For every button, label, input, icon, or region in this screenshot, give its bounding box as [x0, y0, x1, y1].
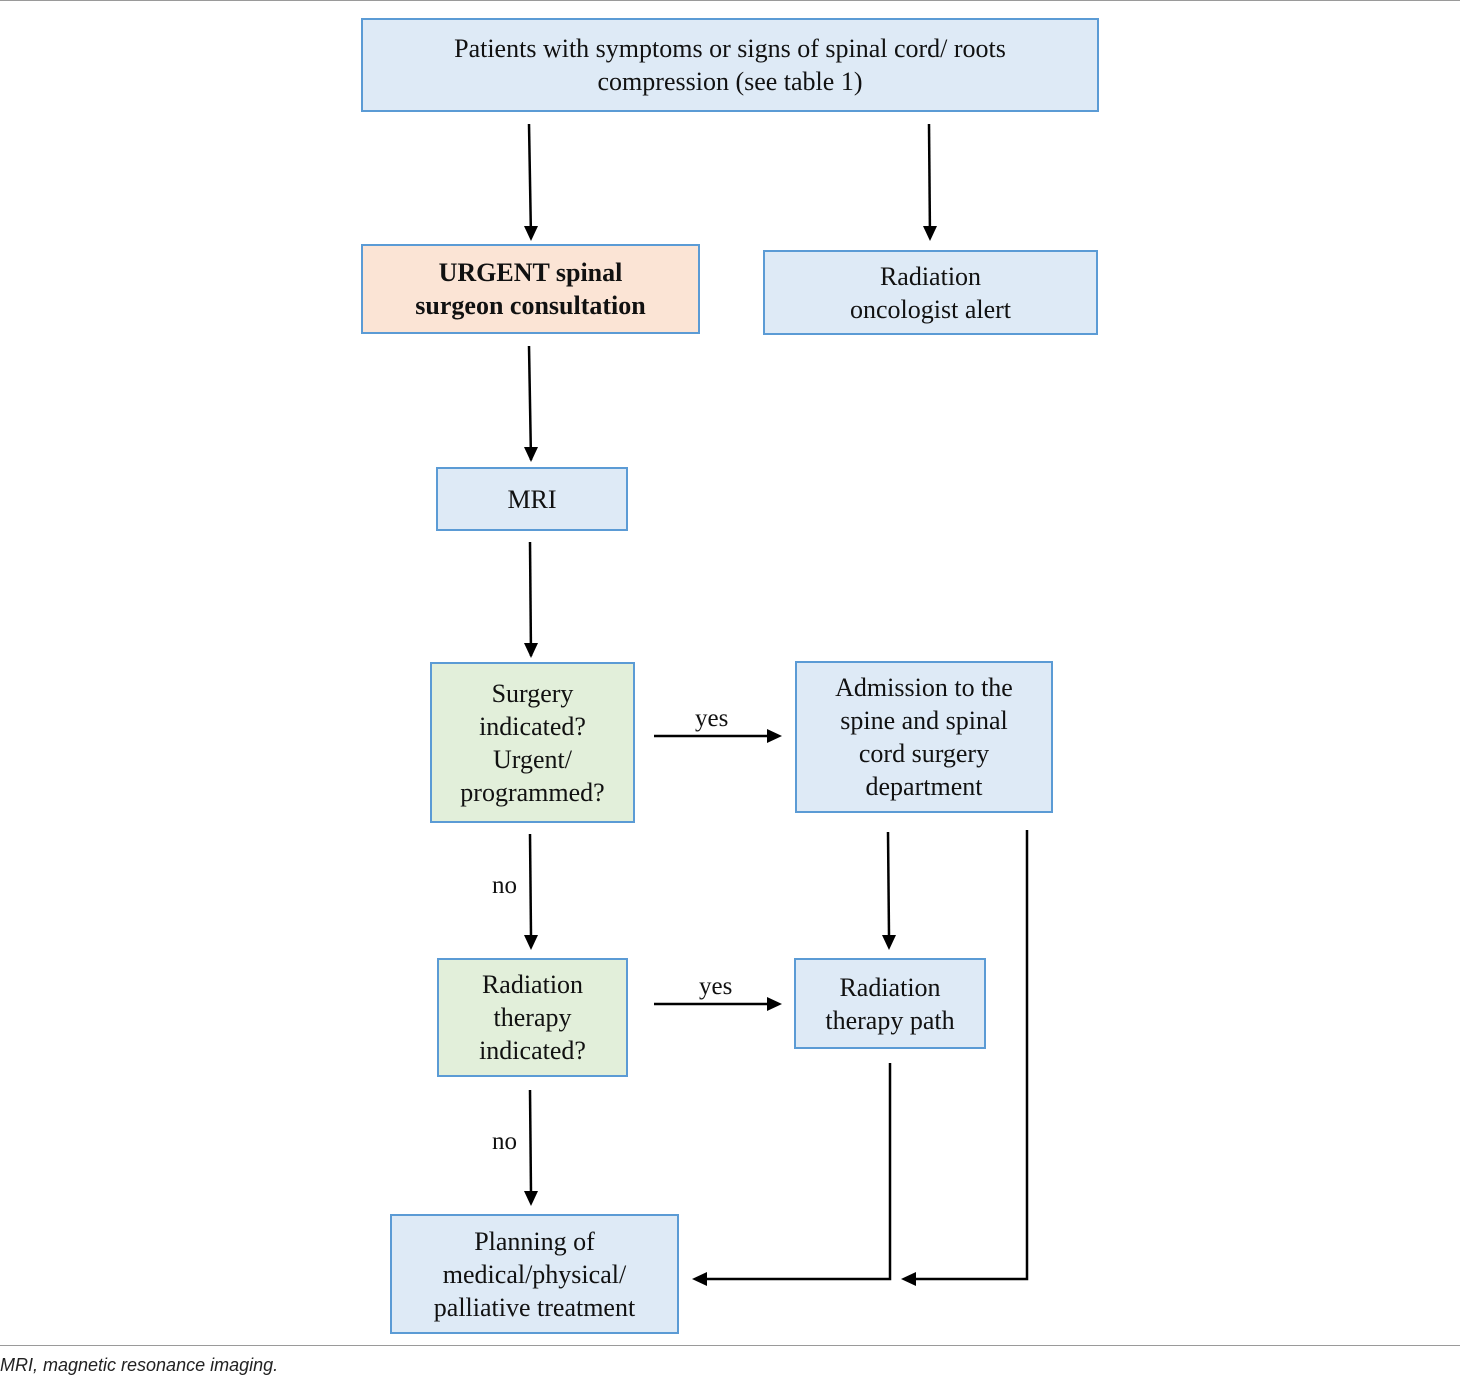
urgent-consult-node: URGENT spinal surgeon consultation — [361, 244, 700, 334]
mri-node: MRI — [436, 467, 628, 531]
surgery-no-label: no — [492, 872, 517, 899]
admission-node: Admission to the spine and spinal cord s… — [795, 661, 1053, 813]
arrow-patients-to-urgent-consult — [527, 123, 533, 239]
radiation-path-node: Radiation therapy path — [794, 958, 986, 1049]
arrowhead-surgery-indicated — [524, 643, 538, 658]
radiation-no-label: no — [492, 1128, 517, 1155]
mri-node-label: MRI — [507, 484, 557, 514]
arrowhead-radiation-indicated — [524, 935, 538, 950]
arrow-admission-to-radiation-path — [886, 831, 891, 937]
surgery-yes-label: yes — [695, 705, 729, 732]
arrow-urgent-consult-to-mri — [527, 345, 533, 461]
surgery-indicated-node: Surgery indicated? Urgent/ programmed? — [430, 662, 635, 823]
arrow-surgery-no — [528, 833, 533, 937]
bottom-rule — [0, 1345, 1460, 1346]
arrowhead-radiation-path-top — [882, 935, 896, 950]
radiation-yes-label: yes — [699, 973, 733, 1000]
arrowhead-admission — [767, 729, 782, 743]
radiation-path-node-label: Radiation therapy path — [825, 972, 955, 1035]
arrowhead-planning-right-2 — [901, 1272, 916, 1286]
arrowhead-urgent-consult — [524, 226, 538, 241]
urgent-consult-node-label: URGENT spinal surgeon consultation — [415, 258, 646, 320]
arrow-mri-to-surgery-indicated — [528, 541, 533, 657]
radiation-indicated-node: Radiation therapy indicated? — [437, 958, 628, 1077]
top-rule — [0, 0, 1460, 1]
radiation-alert-node: Radiation oncologist alert — [763, 250, 1098, 335]
arrowhead-planning-top — [524, 1191, 538, 1206]
arrowhead-radiation-path-left — [767, 997, 782, 1011]
arrowhead-mri — [524, 447, 538, 462]
arrowhead-radiation-alert — [923, 226, 937, 241]
surgery-indicated-node-label: Surgery indicated? Urgent/ programmed? — [460, 678, 605, 807]
radiation-alert-node-label: Radiation oncologist alert — [849, 261, 1011, 324]
figure-caption: MRI, magnetic resonance imaging. — [0, 1355, 279, 1375]
arrow-radiation-path-to-planning — [705, 1063, 892, 1281]
arrow-admission-to-planning — [914, 830, 1029, 1281]
planning-node: Planning of medical/physical/ palliative… — [390, 1214, 679, 1334]
planning-node-label: Planning of medical/physical/ palliative… — [433, 1226, 636, 1322]
arrow-radiation-no — [528, 1089, 533, 1195]
patients-node-label: Patients with symptoms or signs of spina… — [454, 34, 1006, 96]
arrow-patients-to-radiation-alert — [927, 123, 932, 239]
patients-node: Patients with symptoms or signs of spina… — [361, 18, 1099, 112]
admission-node-label: Admission to the spine and spinal cord s… — [835, 673, 1013, 801]
radiation-indicated-node-label: Radiation therapy indicated? — [479, 970, 586, 1065]
arrowhead-planning-right-1 — [692, 1272, 707, 1286]
